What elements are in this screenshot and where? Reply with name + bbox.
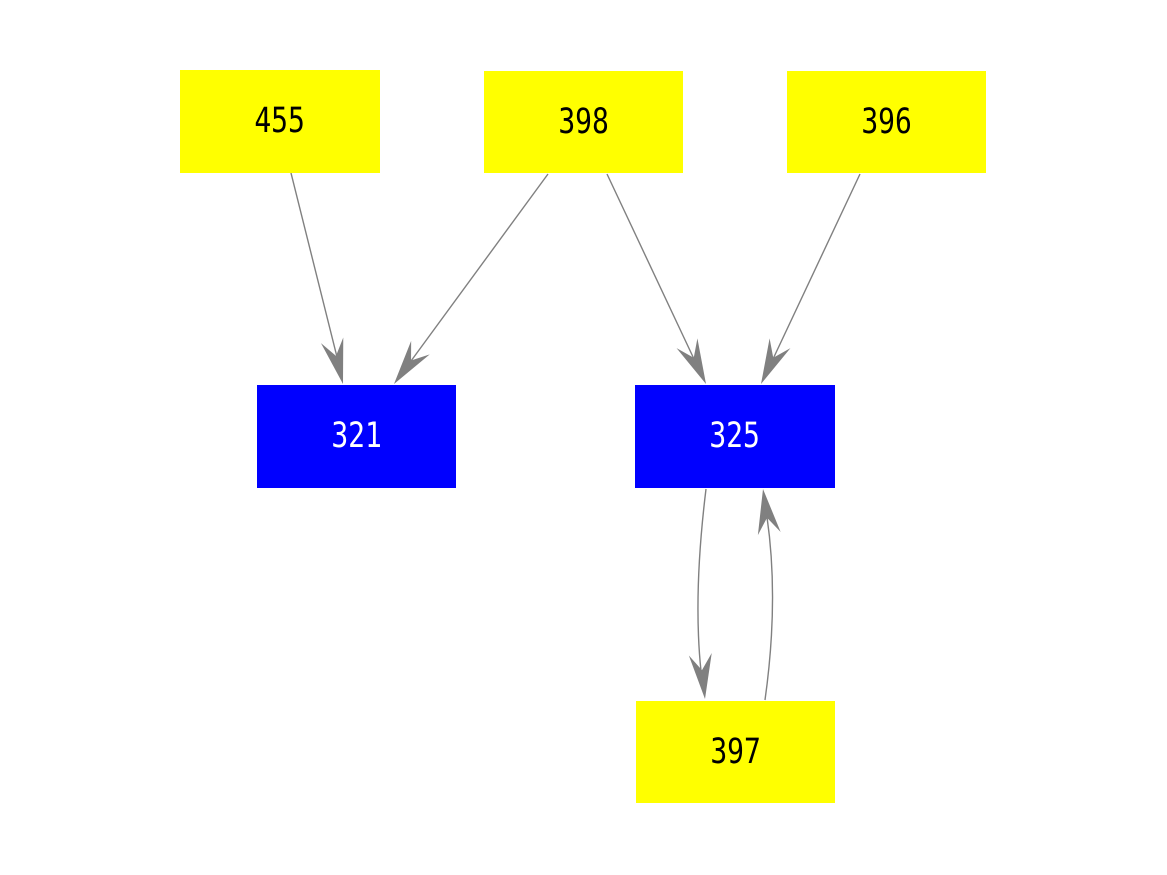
edge-398-321 <box>394 173 549 384</box>
arrowhead-icon <box>676 338 706 384</box>
node-397: 397 <box>636 701 835 803</box>
node-label: 396 <box>861 101 912 142</box>
node-455: 455 <box>180 70 380 173</box>
edge-line <box>764 516 774 701</box>
arrowhead-icon <box>320 337 344 384</box>
edge-line <box>410 173 549 362</box>
edge-325-397 <box>688 488 712 699</box>
node-321: 321 <box>257 385 456 488</box>
edge-line <box>290 172 338 358</box>
edge-line <box>697 488 707 672</box>
node-label: 321 <box>331 416 382 456</box>
arrowhead-icon <box>394 340 430 384</box>
node-325: 325 <box>635 385 835 488</box>
node-label: 398 <box>558 101 609 142</box>
node-398: 398 <box>484 71 683 173</box>
edge-455-321 <box>290 172 344 384</box>
node-label: 325 <box>709 416 761 456</box>
node-label: 455 <box>254 101 306 141</box>
node-label: 397 <box>710 731 761 772</box>
edge-line <box>606 173 695 360</box>
edge-396-325 <box>761 173 861 384</box>
arrowhead-icon <box>761 338 791 384</box>
arrowhead-icon <box>757 489 781 536</box>
arrowhead-icon <box>688 653 712 699</box>
node-396: 396 <box>787 71 986 173</box>
edge-397-325 <box>757 489 781 701</box>
edge-398-325 <box>606 173 706 384</box>
edge-line <box>772 173 861 360</box>
